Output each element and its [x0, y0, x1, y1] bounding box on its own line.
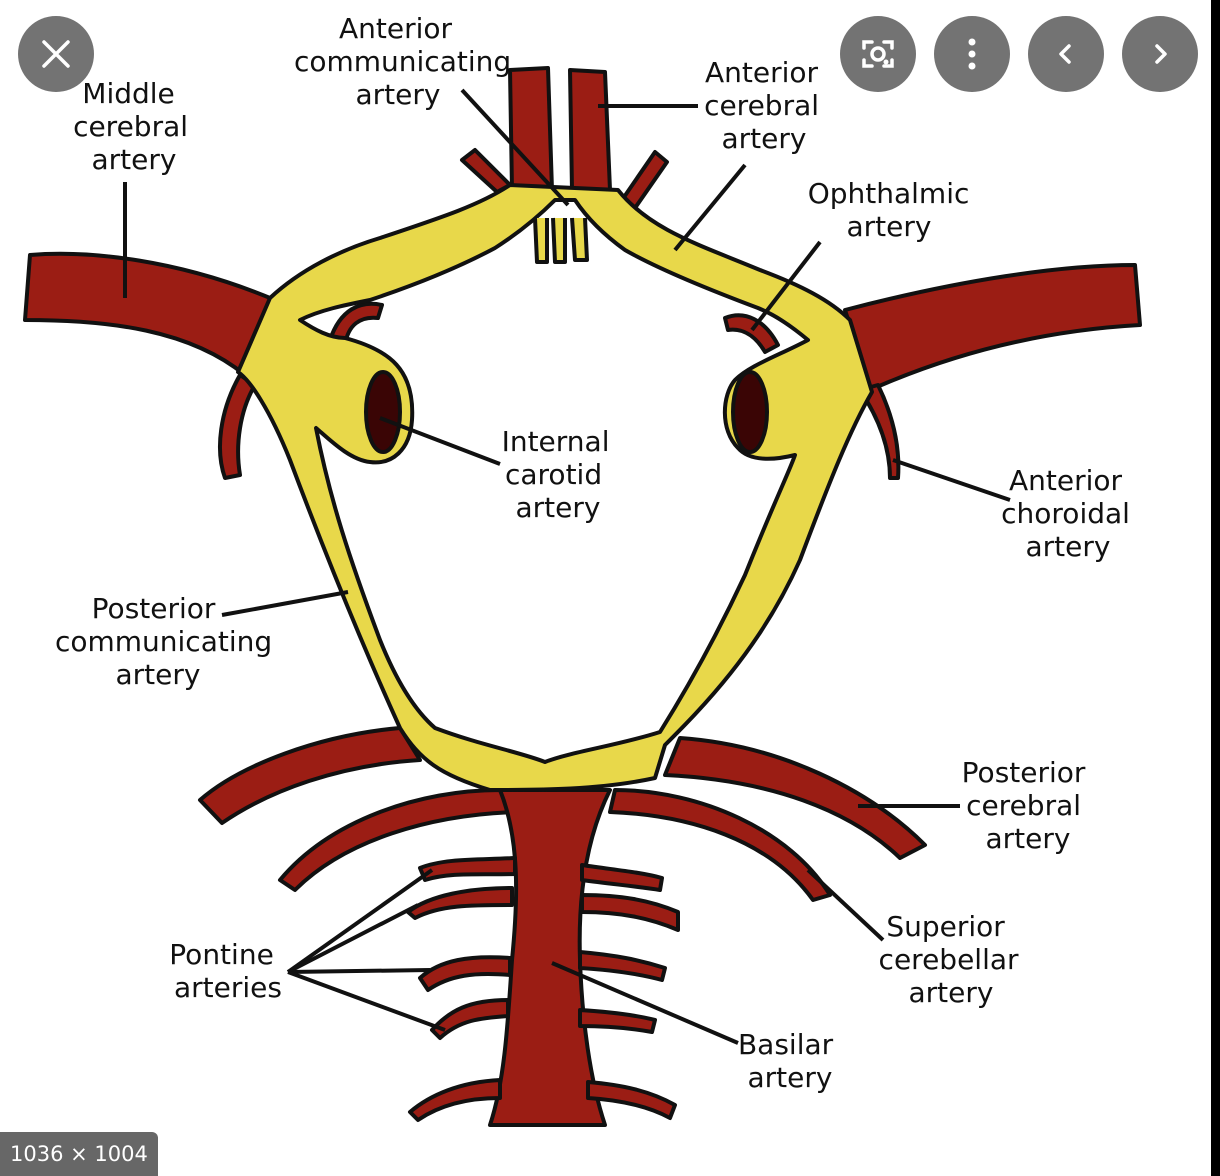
- label-superior-cerebellar-artery: Superior cerebellar artery: [879, 910, 1028, 1009]
- chevron-right-icon: [1155, 44, 1167, 64]
- label-ophthalmic-artery: Ophthalmic artery: [808, 177, 979, 243]
- label-posterior-cerebral-artery: Posterior cerebral artery: [962, 756, 1095, 855]
- left-middle-cerebral-artery: [23, 251, 277, 377]
- right-superior-cerebellar-artery: [608, 788, 832, 902]
- left-anterior-cerebral-artery: [508, 66, 554, 192]
- close-icon: [42, 40, 70, 68]
- label-middle-cerebral-artery: Middle cerebral artery: [73, 77, 197, 176]
- next-image-button[interactable]: [1122, 16, 1198, 92]
- lens-search-button[interactable]: [840, 16, 916, 92]
- left-posterior-cerebral-artery: [198, 726, 422, 825]
- ophthalmic-artery: [723, 313, 780, 354]
- circle-of-willis: [236, 183, 874, 792]
- previous-image-button[interactable]: [1028, 16, 1104, 92]
- label-anterior-cerebral-artery: Anterior cerebral artery: [704, 56, 828, 155]
- close-button[interactable]: [18, 16, 94, 92]
- right-middle-cerebral-artery: [843, 263, 1142, 392]
- right-anterior-cerebral-artery: [568, 68, 612, 192]
- lens-search-icon: [862, 40, 894, 68]
- label-basilar-artery: Basilar artery: [738, 1028, 842, 1094]
- more-options-icon: [968, 38, 976, 70]
- label-posterior-communicating-artery: Posterior communicating artery: [55, 592, 281, 691]
- left-superior-cerebellar-artery: [278, 788, 517, 892]
- image-dimensions-badge: 1036 × 1004: [0, 1132, 158, 1176]
- label-internal-carotid-artery: Internal carotid artery: [502, 425, 619, 524]
- chevron-left-icon: [1059, 44, 1071, 64]
- right-posterior-cerebral-artery: [663, 736, 927, 860]
- anterior-choroidal-artery: [858, 383, 901, 480]
- label-anterior-communicating-artery: Anterior communicating artery: [294, 12, 520, 111]
- more-options-button[interactable]: [934, 16, 1010, 92]
- label-anterior-choroidal-artery: Anterior choroidal artery: [1001, 464, 1139, 563]
- label-pontine-arteries: Pontine arteries: [169, 938, 282, 1004]
